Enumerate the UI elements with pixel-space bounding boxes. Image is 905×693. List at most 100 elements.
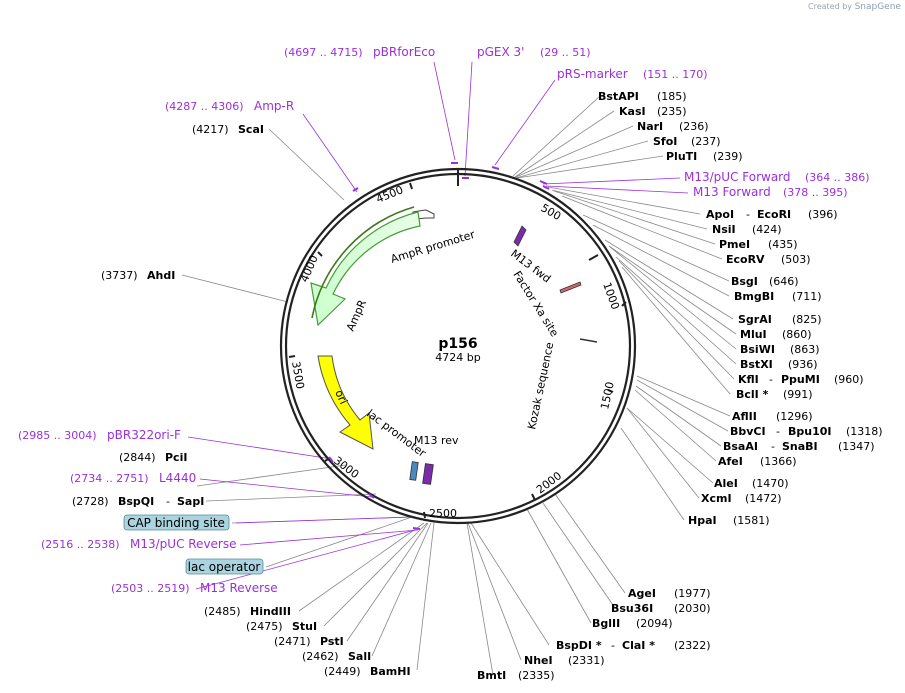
tick-label-4000: 4000 [298,253,321,284]
watermark-brand: SnapGene [854,2,901,12]
primer-pos-l4440: (2734 .. 2751) [70,472,149,485]
enzyme-pos-snabi: (1347) [838,440,875,453]
tick-label-2500: 2500 [429,507,457,520]
enzyme-pos-nari: (236) [679,120,709,133]
feature-label-kozak: Kozak sequence [525,341,556,431]
primer-pos-pbr322ori-f: (2985 .. 3004) [18,429,97,442]
primer-labels: (4697 .. 4715) pBRforEco pGEX 3' (29 .. … [18,45,870,595]
enzyme-sep-bbvci: - [776,425,780,438]
enzyme-pos-bamhi: (2449) [324,665,361,678]
tick-label-1500: 1500 [598,381,617,411]
primer-name-amp-r: Amp-R [254,99,294,113]
enzyme-ahdi: AhdI [147,269,175,282]
ampr-arrow [310,211,421,327]
feature-label-ori: ori [332,388,350,406]
enzyme-pos-sali: (2462) [302,650,339,663]
enzyme-pos-hindiii: (2485) [204,605,241,618]
leader-lines [181,95,737,676]
enzyme-bspdi: BspDI * [556,639,602,652]
watermark-prefix: Created by [808,2,853,11]
m13-rev-mark [422,463,434,485]
enzyme-pos-bsgi: (646) [769,275,799,288]
enzyme-pos-clai: (2322) [674,639,711,652]
enzyme-bsu36i: Bsu36I [611,602,653,615]
enzyme-nsii: NsiI [712,223,736,236]
enzyme-hpai: HpaI [688,514,717,527]
enzyme-sep-bspdi: - [611,639,615,652]
enzyme-bpu10i: Bpu10I [788,425,832,438]
enzyme-psti: PstI [320,635,344,648]
enzyme-ppumi: PpuMI [781,373,820,386]
feature-label-ampr-promoter: AmpR promoter [389,228,477,266]
primer-name-m13-puc-forward: M13/pUC Forward [684,170,791,184]
primer-pos-pgex3: (29 .. 51) [540,46,591,59]
enzyme-pos-nhei: (2331) [568,654,605,667]
primer-name-l4440: L4440 [159,471,196,485]
primer-name-m13-forward: M13 Forward [693,185,771,199]
enzyme-pos-pcii: (2844) [119,451,156,464]
tick-label-3500: 3500 [289,360,307,390]
lac-operator-label: lac operator [188,560,261,574]
enzyme-ecorv: EcoRV [726,253,765,266]
enzyme-pos-afei: (1366) [760,455,797,468]
lac-operator-box: lac operator [185,558,264,575]
snapgene-watermark: Created by SnapGene [808,2,901,12]
enzyme-pos-ecorv: (503) [781,253,811,266]
enzyme-pos-bmgbi: (711) [792,290,822,303]
enzyme-bcli: BclI * [736,388,769,401]
enzyme-pos-bstapi: (185) [657,90,687,103]
enzyme-pos-bglii: (2094) [636,617,673,630]
enzyme-snabi: SnaBI [782,440,818,453]
enzyme-aflii: AflII [732,410,757,423]
tick-marks [288,169,627,519]
primer-leaders [187,61,689,590]
primer-pos-prs-marker: (151 .. 170) [643,68,708,81]
plasmid-name: p156 [438,336,477,352]
cap-binding-site-box: CAP binding site [123,514,230,531]
primer-name-m13-puc-reverse: M13/pUC Reverse [130,537,237,551]
enzyme-bspqi: BspQI [118,495,154,508]
enzyme-pos-agei: (1977) [674,587,711,600]
enzyme-pos-bstxi: (936) [788,358,818,371]
enzyme-pos-sgrai: (825) [792,313,822,326]
tick-label-500: 500 [539,201,564,223]
enzyme-mlui: MluI [740,328,767,341]
primer-pos-amp-r: (4287 .. 4306) [165,100,244,113]
enzyme-bsgi: BsgI [731,275,758,288]
enzyme-apoi: ApoI [706,208,734,221]
plasmid-size: 4724 bp [435,351,480,364]
enzyme-sep-bsaai: - [771,440,775,453]
enzyme-sgrai: SgrAI [738,313,772,326]
factor-xa-mark [559,281,582,294]
enzyme-nari: NarI [637,120,663,133]
primer-pos-m13-reverse: (2503 .. 2519) [111,582,190,595]
enzyme-afei: AfeI [718,455,743,468]
enzyme-stui: StuI [292,620,317,633]
feature-label-ampr: AmpR [344,298,369,334]
enzyme-pos-bcli: (991) [783,388,813,401]
enzyme-bglii: BglII [592,617,620,630]
enzyme-pos-ecori: (396) [808,208,838,221]
enzyme-pos-sfoi: (237) [691,135,721,148]
enzyme-pluti: PluTI [666,150,697,163]
left-enzyme-labels: (4217) ScaI (3737) AhdI (2844) PciI (272… [72,123,411,678]
enzyme-pos-psti: (2471) [274,635,311,648]
primer-pos-m13-puc-forward: (364 .. 386) [805,171,870,184]
enzyme-sapi: SapI [177,495,204,508]
enzyme-bmgbi: BmgBI [734,290,774,303]
enzyme-bsiwi: BsiWI [740,343,775,356]
enzyme-bamhi: BamHI [370,665,411,678]
enzyme-sfoi: SfoI [653,135,677,148]
enzyme-bmti: BmtI [477,669,506,682]
enzyme-pos-stui: (2475) [246,620,283,633]
enzyme-bstxi: BstXI [740,358,773,371]
enzyme-bbvci: BbvCI [730,425,766,438]
enzyme-hindiii: HindIII [250,605,291,618]
feature-label-factor-xa: Factor Xa site [510,269,561,340]
enzyme-sali: SalI [348,650,371,663]
enzyme-kfli: KflI [738,373,759,386]
primer-pos-pbrforeco: (4697 .. 4715) [284,46,363,59]
enzyme-xcmi: XcmI [701,492,732,505]
enzyme-ecori: EcoRI [757,208,791,221]
